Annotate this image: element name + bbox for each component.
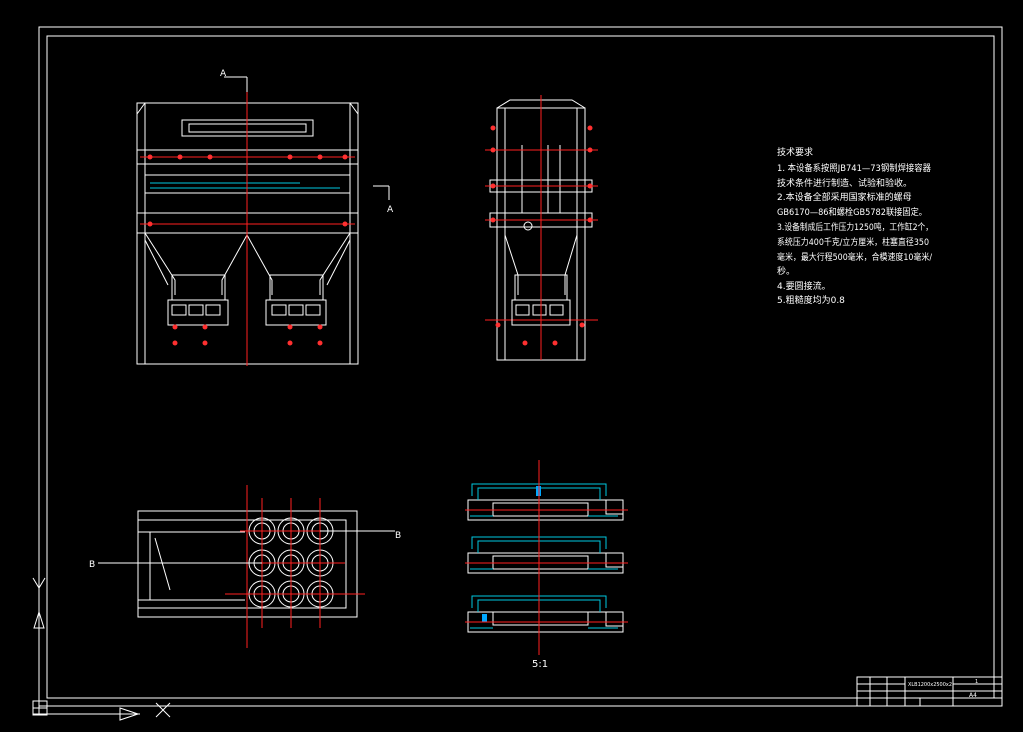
title-block — [856, 676, 1003, 707]
inner-border — [46, 35, 995, 699]
tech-line-10: 5.粗糙度均为0.8 — [777, 294, 845, 306]
section-label-a-right: A — [387, 205, 394, 215]
section-label-a-top: A — [220, 69, 227, 79]
plan-view — [98, 485, 395, 648]
outer-border — [38, 26, 1003, 707]
front-view — [136, 76, 390, 366]
tech-line-9: 4.要圆接流。 — [777, 280, 831, 292]
title-block-drawing-number: XLB1200x2500x2 — [908, 682, 952, 688]
scale-label: 5:1 — [532, 659, 548, 670]
tech-line-2: 技术条件进行制造、试验和验收。 — [777, 177, 912, 189]
detail-sections — [465, 460, 628, 655]
tech-requirements: 技术要求 1. 本设备系按照JB741—73钢制焊接容器 技术条件进行制造、试验… — [777, 146, 933, 306]
tech-line-4: GB6170—86和螺栓GB5782联接固定。 — [777, 206, 927, 218]
title-block-sheet-size: A4 — [969, 692, 977, 699]
tech-line-5: 3.设备制成后工作压力1250吨，工作缸2个， — [777, 221, 933, 233]
ucs-icon — [32, 577, 171, 721]
side-view — [485, 95, 598, 361]
tech-line-7: 毫米，最大行程500毫米，合模速度10毫米/ — [777, 251, 933, 263]
tech-line-1: 1. 本设备系按照JB741—73钢制焊接容器 — [777, 162, 931, 174]
tech-line-8: 秒。 — [777, 265, 795, 277]
section-label-b-right: B — [395, 531, 401, 541]
section-label-b-left: B — [89, 560, 95, 570]
tech-line-6: 系统压力400千克/立方厘米，柱塞直径350 — [777, 236, 929, 248]
tech-line-3: 2.本设备全部采用国家标准的螺母 — [777, 191, 912, 203]
tech-title: 技术要求 — [777, 146, 813, 158]
title-block-sheet-count: 1 — [975, 679, 978, 685]
